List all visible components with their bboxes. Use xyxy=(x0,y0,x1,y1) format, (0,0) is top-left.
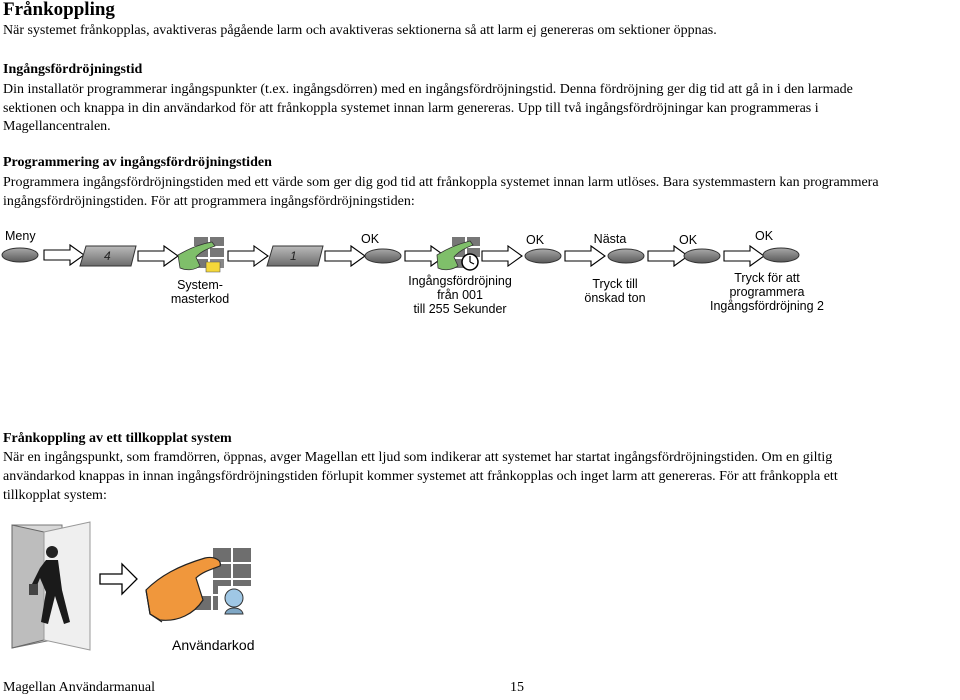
label-systemmaster: System- masterkod xyxy=(170,278,230,306)
label-meny: Meny xyxy=(5,229,36,243)
label-ok: OK xyxy=(754,229,774,243)
key-1-digit: 1 xyxy=(290,249,297,263)
section-heading-entry-delay: Ingångsfördröjningstid xyxy=(3,62,143,77)
key-4-digit: 4 xyxy=(104,249,111,263)
footer-page-number: 15 xyxy=(510,680,524,695)
keypad-hand-icon xyxy=(177,237,224,273)
section-line: tillkopplat system: xyxy=(3,488,107,503)
ok-key xyxy=(524,248,562,264)
section-line: Programmera ingångsfördröjningstiden med… xyxy=(3,175,879,190)
intro-text: När systemet frånkopplas, avaktiveras på… xyxy=(3,23,717,38)
keypad-hand-icon xyxy=(145,548,252,623)
section-line: Din installatör programmerar ingångspunk… xyxy=(3,82,853,97)
label-ok: OK xyxy=(525,233,545,247)
section-line: sektionen och knappa in din användarkod … xyxy=(3,101,819,116)
next-key xyxy=(607,248,645,264)
section-heading-disarm: Frånkoppling av ett tillkopplat system xyxy=(3,431,232,446)
label-ok: OK xyxy=(360,232,380,246)
footer-manual-title: Magellan Användarmanual xyxy=(3,680,156,695)
key-4-button xyxy=(79,245,137,267)
label-delay-range: Ingångsfördröjning från 001 till 255 Sek… xyxy=(408,274,512,316)
key-1-button xyxy=(266,245,324,267)
page-title: Frånkoppling xyxy=(3,0,115,20)
caption-user-code: Användarkod xyxy=(172,637,255,653)
arrow-icon xyxy=(99,562,138,596)
section-line: användarkod knappas in innan ingångsförd… xyxy=(3,469,838,484)
ok-key xyxy=(364,248,402,264)
door-person-icon xyxy=(11,521,91,651)
meny-key xyxy=(1,247,39,263)
label-nasta: Nästa xyxy=(593,232,627,246)
section-heading-programming: Programmering av ingångsfördröjningstide… xyxy=(3,155,272,170)
section-line: När en ingångspunkt, som framdörren, öpp… xyxy=(3,450,833,465)
label-tone: Tryck till önskad ton xyxy=(584,277,646,305)
label-ok: OK xyxy=(678,233,698,247)
section-line: ingångsfördröjningstiden. För att progra… xyxy=(3,194,415,209)
ok-key xyxy=(683,248,721,264)
section-line: Magellancentralen. xyxy=(3,119,111,134)
ok-key xyxy=(762,247,800,263)
keypad-timer-hand-icon xyxy=(436,237,480,271)
label-program-delay-2: Tryck för att programmera Ingångsfördröj… xyxy=(710,271,824,313)
